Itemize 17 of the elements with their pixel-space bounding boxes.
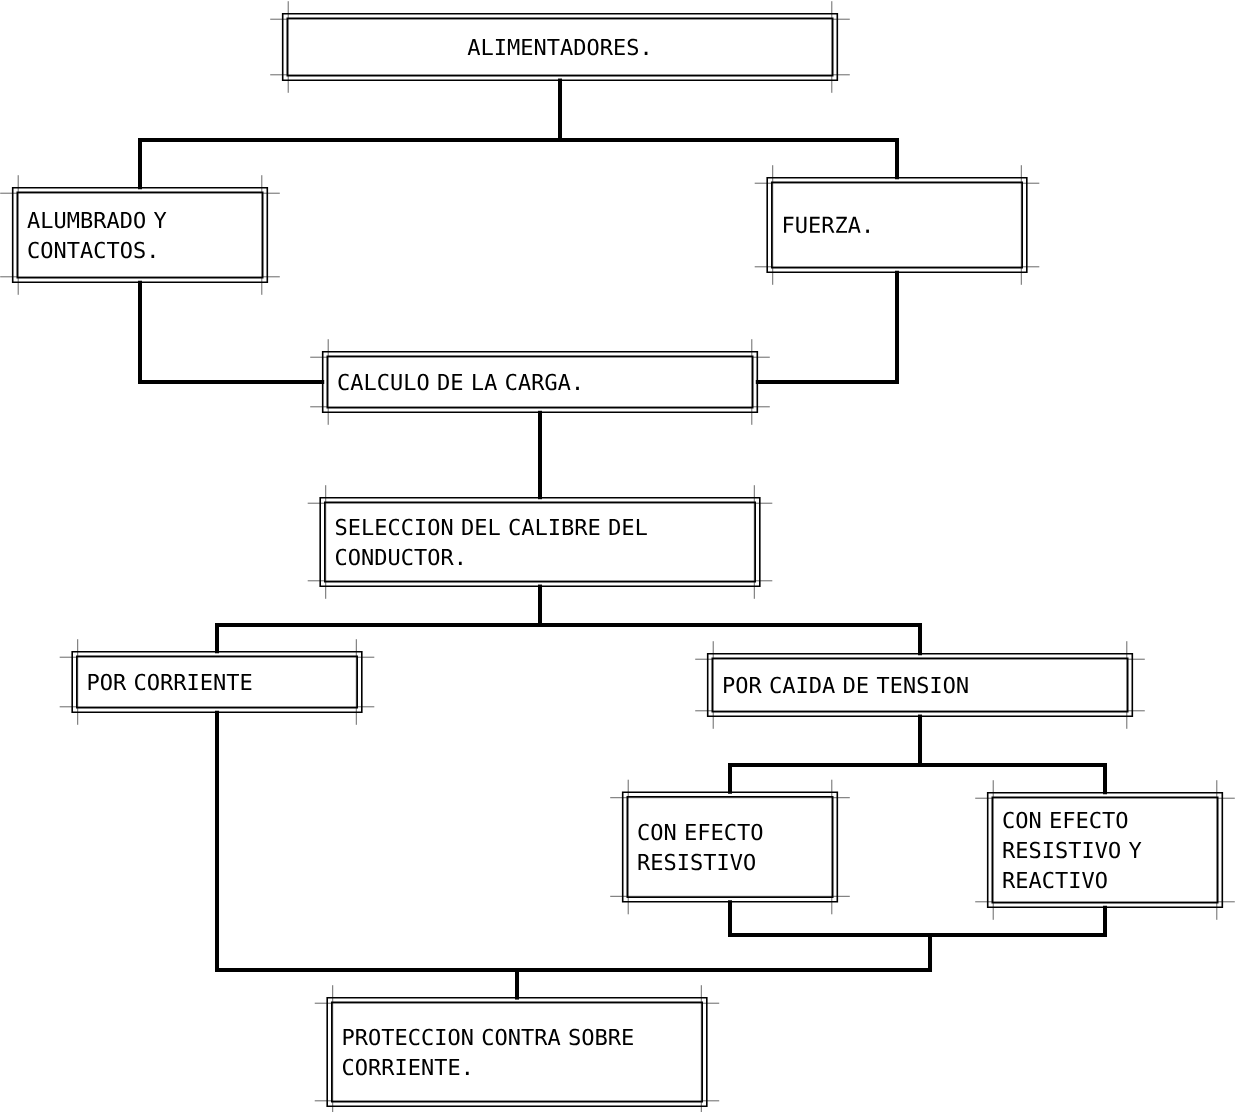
process-box: CALCULO DE LA CARGA. — [309, 338, 771, 426]
connector-line — [538, 410, 542, 500]
process-box: PROTECCION CONTRA SOBRE CORRIENTE. — [314, 984, 720, 1112]
connector-line — [755, 270, 899, 384]
process-box: ALIMENTADORES. — [269, 0, 851, 94]
process-box: CON EFECTO RESISTIVO — [609, 779, 851, 915]
process-box: SELECCION DEL CALIBRE DEL CONDUCTOR. — [307, 484, 773, 600]
connector-line — [138, 280, 325, 384]
process-box: POR CORRIENTE — [59, 638, 375, 726]
connector-line — [558, 78, 899, 180]
process-box: CON EFECTO RESISTIVO Y REACTIVO — [974, 779, 1235, 921]
process-box: FUERZA. — [754, 164, 1040, 286]
connector-line — [918, 714, 1107, 795]
connector-line — [515, 905, 1107, 1000]
connector-line — [538, 584, 922, 656]
process-box: ALUMBRADO Y CONTACTOS. — [0, 174, 281, 296]
process-box: POR CAIDA DE TENSION — [694, 640, 1146, 730]
